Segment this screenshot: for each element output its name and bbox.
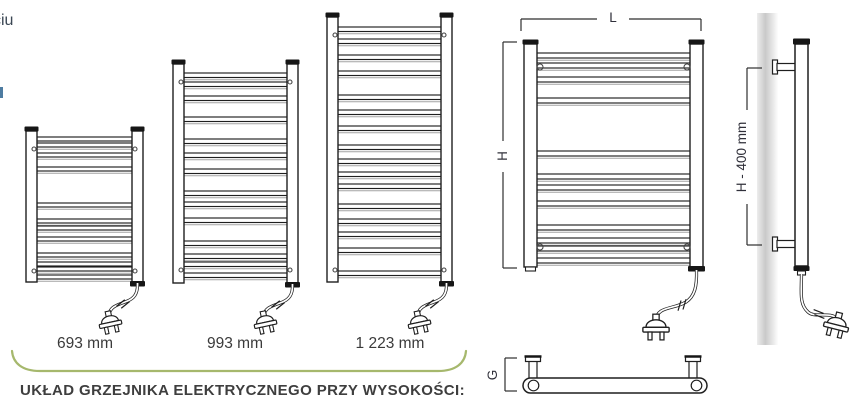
grouping-brace — [10, 349, 468, 373]
dimension-label-width: L — [597, 8, 629, 28]
dimension-bracket-element-offset — [746, 67, 762, 246]
power-cord-side-view — [799, 273, 853, 341]
height-label-small: 693 mm — [57, 335, 113, 352]
wall-drawing — [757, 13, 778, 345]
dimension-bracket-height — [502, 41, 517, 269]
power-cord-small — [96, 282, 140, 336]
dimension-bracket-depth — [504, 357, 517, 392]
cropped-blue-mark — [0, 87, 3, 98]
front-view-radiator-drawing — [522, 39, 705, 272]
power-cord-medium — [251, 283, 295, 336]
radiator-large-drawing — [325, 12, 454, 287]
dimension-label-height: H — [493, 142, 513, 170]
dimension-label-depth: G — [485, 369, 500, 381]
diagram-caption: UKŁAD GRZEJNIKA ELEKTRYCZNEGO PRZY WYSOK… — [20, 382, 465, 399]
side-view-drawing — [771, 38, 810, 276]
dimension-bracket-width — [520, 18, 702, 31]
radiator-small-drawing — [24, 126, 145, 287]
dimension-label-element-offset: H - 400 mm — [734, 121, 749, 193]
height-label-medium: 993 mm — [207, 335, 263, 352]
cropped-text-fragment: ciu — [0, 12, 14, 29]
height-label-large: 1 223 mm — [355, 335, 425, 352]
radiator-medium-drawing — [171, 59, 300, 288]
power-cord-large — [405, 282, 449, 336]
power-cord-front-view — [642, 269, 699, 341]
bottom-view-drawing — [522, 355, 708, 394]
